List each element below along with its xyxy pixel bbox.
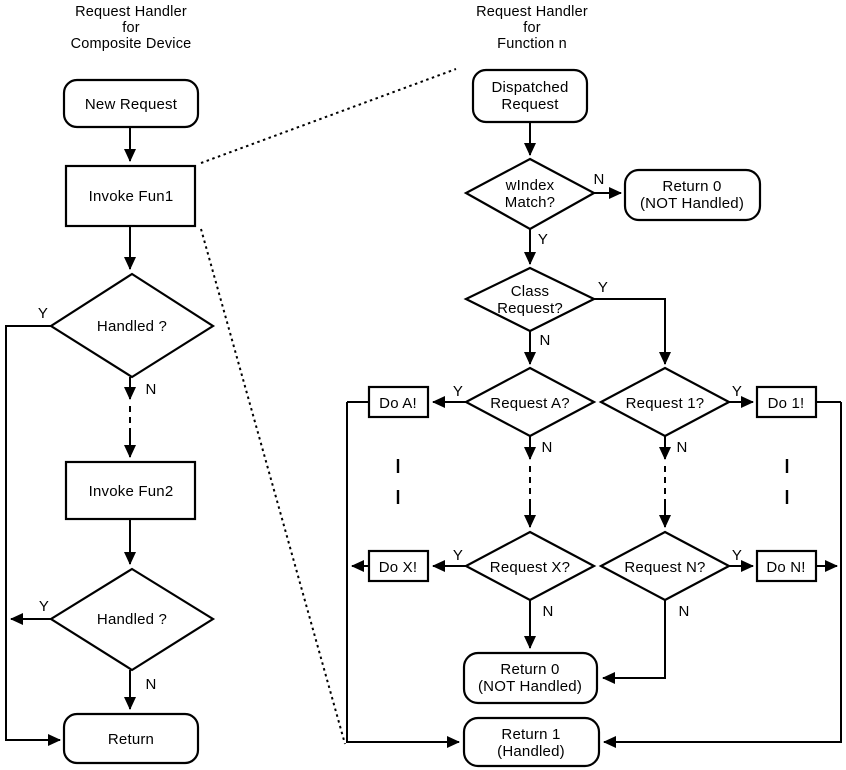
invoke-fun1-node	[64, 164, 197, 228]
handled2-label: Handled ?	[97, 611, 167, 628]
function-n-flowchart: Request Handler for Function n Dispatche…	[346, 4, 842, 768]
expansion-dotted-top	[200, 68, 457, 164]
class-request-label-1: Class	[511, 283, 550, 300]
return1-label-1: Return 1	[501, 726, 560, 743]
composite-device-flowchart: Request Handler for Composite Device New…	[5, 4, 216, 765]
return0-bottom-label-1: Return 0	[500, 661, 559, 678]
dispatched-request-label-1: Dispatched	[491, 79, 568, 96]
handled2-no-label: N	[145, 676, 156, 693]
left-title-line-3: Composite Device	[71, 36, 192, 52]
return0-top-node	[623, 168, 762, 222]
request-a-no-label: N	[541, 439, 552, 456]
invoke-fun2-node	[64, 460, 197, 521]
do-1-label: Do 1!	[768, 395, 805, 412]
invoke-fun1-label: Invoke Fun1	[89, 188, 174, 205]
new-request-label: New Request	[85, 96, 178, 113]
class-yes-label: Y	[598, 279, 608, 296]
return0-top-label-2: (NOT Handled)	[640, 195, 744, 212]
request-n-no-label: N	[678, 603, 689, 620]
windex-no-label: N	[593, 171, 604, 188]
windex-yes-label: Y	[538, 231, 548, 248]
request-1-label: Request 1?	[626, 395, 705, 412]
arrow-request-n-no-to-return0	[602, 600, 666, 684]
left-title-line-1: Request Handler	[75, 4, 187, 20]
return0-bottom-node	[462, 651, 599, 705]
expansion-connectors	[200, 68, 457, 745]
rail-do-right-to-return1	[603, 402, 842, 748]
request-x-yes-label: Y	[453, 547, 463, 564]
rail-do-left-to-return1	[346, 402, 460, 748]
left-title-line-2: for	[122, 20, 140, 36]
class-request-label-2: Request?	[497, 300, 563, 317]
rail-handled-yes-to-return	[5, 325, 61, 746]
do-a-node	[367, 385, 430, 419]
do-n-label: Do N!	[766, 559, 805, 576]
do-a-label: Do A!	[379, 395, 417, 412]
do-1-node	[755, 385, 818, 419]
do-x-node	[367, 549, 430, 583]
right-title: Request Handler for Function n	[476, 4, 588, 52]
dispatched-request-label-2: Request	[501, 96, 559, 113]
do-n-node	[755, 549, 818, 583]
left-title: Request Handler for Composite Device	[71, 4, 192, 52]
request-n-label: Request N?	[624, 559, 705, 576]
return1-node	[462, 716, 601, 768]
handled1-yes-label: Y	[38, 305, 48, 322]
right-title-line-3: Function n	[497, 36, 567, 52]
return0-bottom-label-2: (NOT Handled)	[478, 678, 582, 695]
right-title-line-1: Request Handler	[476, 4, 588, 20]
invoke-fun2-label: Invoke Fun2	[89, 483, 174, 500]
do-x-label: Do X!	[379, 559, 418, 576]
request-1-no-label: N	[676, 439, 687, 456]
arrow-class-yes-to-request1	[594, 298, 671, 365]
return-node	[62, 712, 200, 765]
right-title-line-2: for	[523, 20, 541, 36]
windex-match-label-1: wIndex	[505, 177, 555, 194]
request-1-yes-label: Y	[732, 383, 742, 400]
handled1-no-label: N	[145, 381, 156, 398]
handled1-label: Handled ?	[97, 318, 167, 335]
request-x-label: Request X?	[490, 559, 570, 576]
return0-top-label-1: Return 0	[662, 178, 721, 195]
expansion-dotted-bottom	[200, 228, 346, 745]
windex-match-label-2: Match?	[505, 194, 555, 211]
request-x-no-label: N	[542, 603, 553, 620]
handled1-decision	[48, 272, 216, 379]
request-a-label: Request A?	[490, 395, 570, 412]
class-no-label: N	[539, 332, 550, 349]
return1-label-2: (Handled)	[497, 743, 565, 760]
return-label: Return	[108, 731, 154, 748]
request-a-yes-label: Y	[453, 383, 463, 400]
handled2-yes-label: Y	[39, 598, 49, 615]
handled2-decision	[48, 567, 216, 672]
request-n-yes-label: Y	[732, 547, 742, 564]
